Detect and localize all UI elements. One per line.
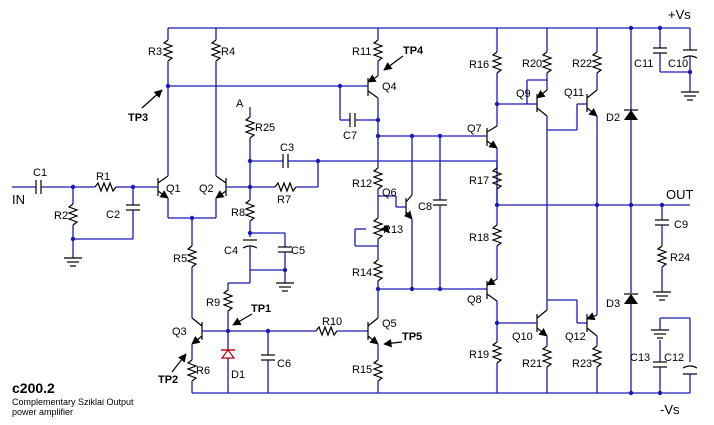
- label-c7: C7: [343, 130, 357, 142]
- label-c13: C13: [630, 352, 650, 364]
- label-r10: R10: [322, 316, 342, 328]
- diagram-subtitle-line1: Complementary Sziklai Output: [12, 397, 134, 407]
- label-r6: R6: [196, 365, 210, 377]
- output-label: OUT: [666, 187, 694, 202]
- label-r16: R16: [469, 59, 489, 71]
- label-c4: C4: [224, 245, 238, 257]
- label-q10: Q10: [512, 331, 533, 343]
- label-c2: C2: [106, 209, 120, 221]
- label-c9: C9: [674, 219, 688, 231]
- label-q1: Q1: [166, 183, 181, 195]
- label-r19: R19: [469, 349, 489, 361]
- label-r12: R12: [352, 178, 372, 190]
- label-r21: R21: [522, 358, 542, 370]
- label-r2: R2: [54, 210, 68, 222]
- label-r1: R1: [96, 171, 110, 183]
- label-c8: C8: [418, 201, 432, 213]
- diagram-title: c200.2: [12, 380, 55, 396]
- test-points: TP1 TP2 TP3 TP4 TP5: [128, 45, 424, 386]
- label-c1: C1: [33, 167, 47, 179]
- label-r22: R22: [572, 58, 592, 70]
- label-r9: R9: [206, 297, 220, 309]
- label-r13: R13: [383, 224, 403, 236]
- label-r14: R14: [352, 267, 372, 279]
- label-r5: R5: [173, 253, 187, 265]
- negative-rail-label: -Vs: [660, 402, 680, 417]
- label-r4: R4: [221, 46, 235, 58]
- label-q4: Q4: [382, 81, 397, 93]
- label-q6: Q6: [382, 187, 397, 199]
- feedback-network: [242, 107, 498, 292]
- label-r15: R15: [352, 364, 372, 376]
- label-c11: C11: [634, 58, 653, 70]
- label-q9: Q9: [516, 88, 531, 100]
- label-r8: R8: [231, 207, 245, 219]
- input-label: IN: [12, 192, 25, 207]
- title-block: c200.2 Complementary Sziklai Output powe…: [12, 380, 134, 417]
- label-tp3: TP3: [128, 112, 148, 124]
- label-q12: Q12: [565, 331, 586, 343]
- output-stage: [485, 25, 699, 396]
- label-r11: R11: [352, 46, 371, 58]
- voltage-amplifier-stage: [337, 28, 485, 393]
- node-a-label: A: [236, 98, 244, 110]
- label-tp4: TP4: [403, 45, 424, 57]
- positive-rail-label: +Vs: [668, 7, 691, 22]
- label-r24: R24: [670, 252, 690, 264]
- component-labels: IN OUT +Vs -Vs A C1 R1 R2 C2 R3 R4 Q1 Q2…: [12, 7, 694, 417]
- label-q11: Q11: [564, 87, 584, 99]
- label-c10: C10: [668, 58, 688, 70]
- label-r18: R18: [469, 232, 489, 244]
- label-r3: R3: [148, 46, 162, 58]
- label-r17: R17: [469, 175, 489, 187]
- label-tp5: TP5: [402, 331, 422, 343]
- label-d3: D3: [606, 298, 620, 310]
- label-tp2: TP2: [158, 374, 178, 386]
- input-section: [12, 180, 155, 267]
- label-c12: C12: [664, 352, 684, 364]
- label-r20: R20: [522, 58, 542, 70]
- label-r25: R25: [255, 122, 275, 134]
- label-q7: Q7: [467, 123, 482, 135]
- label-d2: D2: [606, 112, 620, 124]
- label-d1: D1: [231, 369, 245, 381]
- label-q2: Q2: [199, 183, 214, 195]
- label-q8: Q8: [467, 294, 482, 306]
- label-tp1: TP1: [251, 303, 271, 315]
- label-c3: C3: [280, 142, 294, 154]
- current-source: [186, 270, 368, 393]
- label-c6: C6: [277, 358, 291, 370]
- label-c5: C5: [291, 245, 305, 257]
- label-r23: R23: [572, 358, 592, 370]
- label-r7: R7: [277, 194, 291, 206]
- diagram-subtitle-line2: power amplifier: [12, 407, 73, 417]
- long-tail-pair: [155, 28, 363, 318]
- label-q5: Q5: [382, 318, 397, 330]
- label-q3: Q3: [172, 326, 187, 338]
